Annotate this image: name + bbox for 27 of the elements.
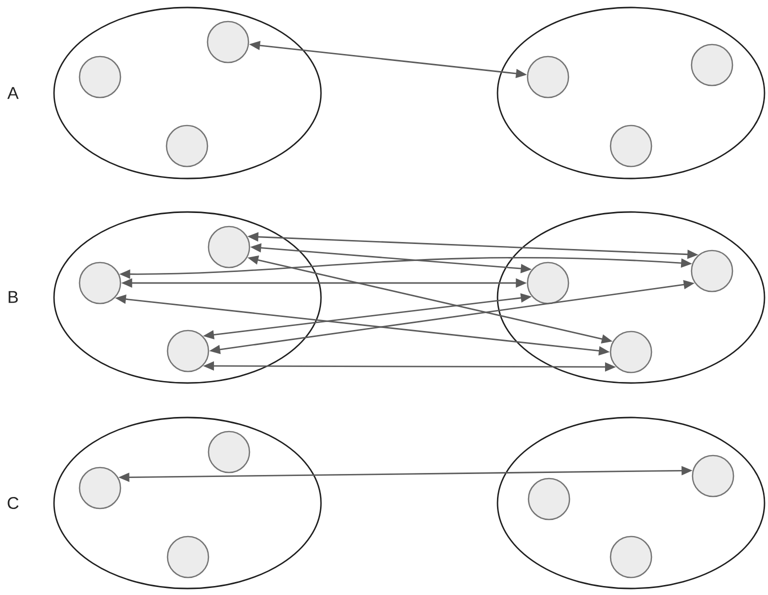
circle (166, 536, 210, 578)
ellipse (53, 6, 322, 180)
ellipse (53, 211, 322, 384)
circle (610, 536, 652, 578)
row-label: C (8, 496, 18, 510)
row-label: A (7, 87, 19, 99)
circle (610, 124, 652, 168)
circle (206, 20, 250, 64)
circle (78, 262, 122, 304)
circle (208, 430, 250, 474)
circle (526, 56, 570, 98)
ellipse (496, 6, 766, 180)
ellipse (53, 416, 322, 590)
circle (166, 124, 208, 168)
circle (692, 454, 734, 498)
circle (690, 250, 734, 292)
circle (690, 44, 734, 86)
circle (528, 478, 570, 520)
circle (78, 56, 122, 98)
ellipse (496, 416, 766, 590)
circle (610, 330, 652, 374)
row-label: B (8, 291, 18, 303)
ellipse (496, 211, 766, 384)
circle (526, 262, 570, 304)
circle (208, 226, 250, 268)
circle (78, 466, 122, 510)
circle (166, 330, 210, 372)
